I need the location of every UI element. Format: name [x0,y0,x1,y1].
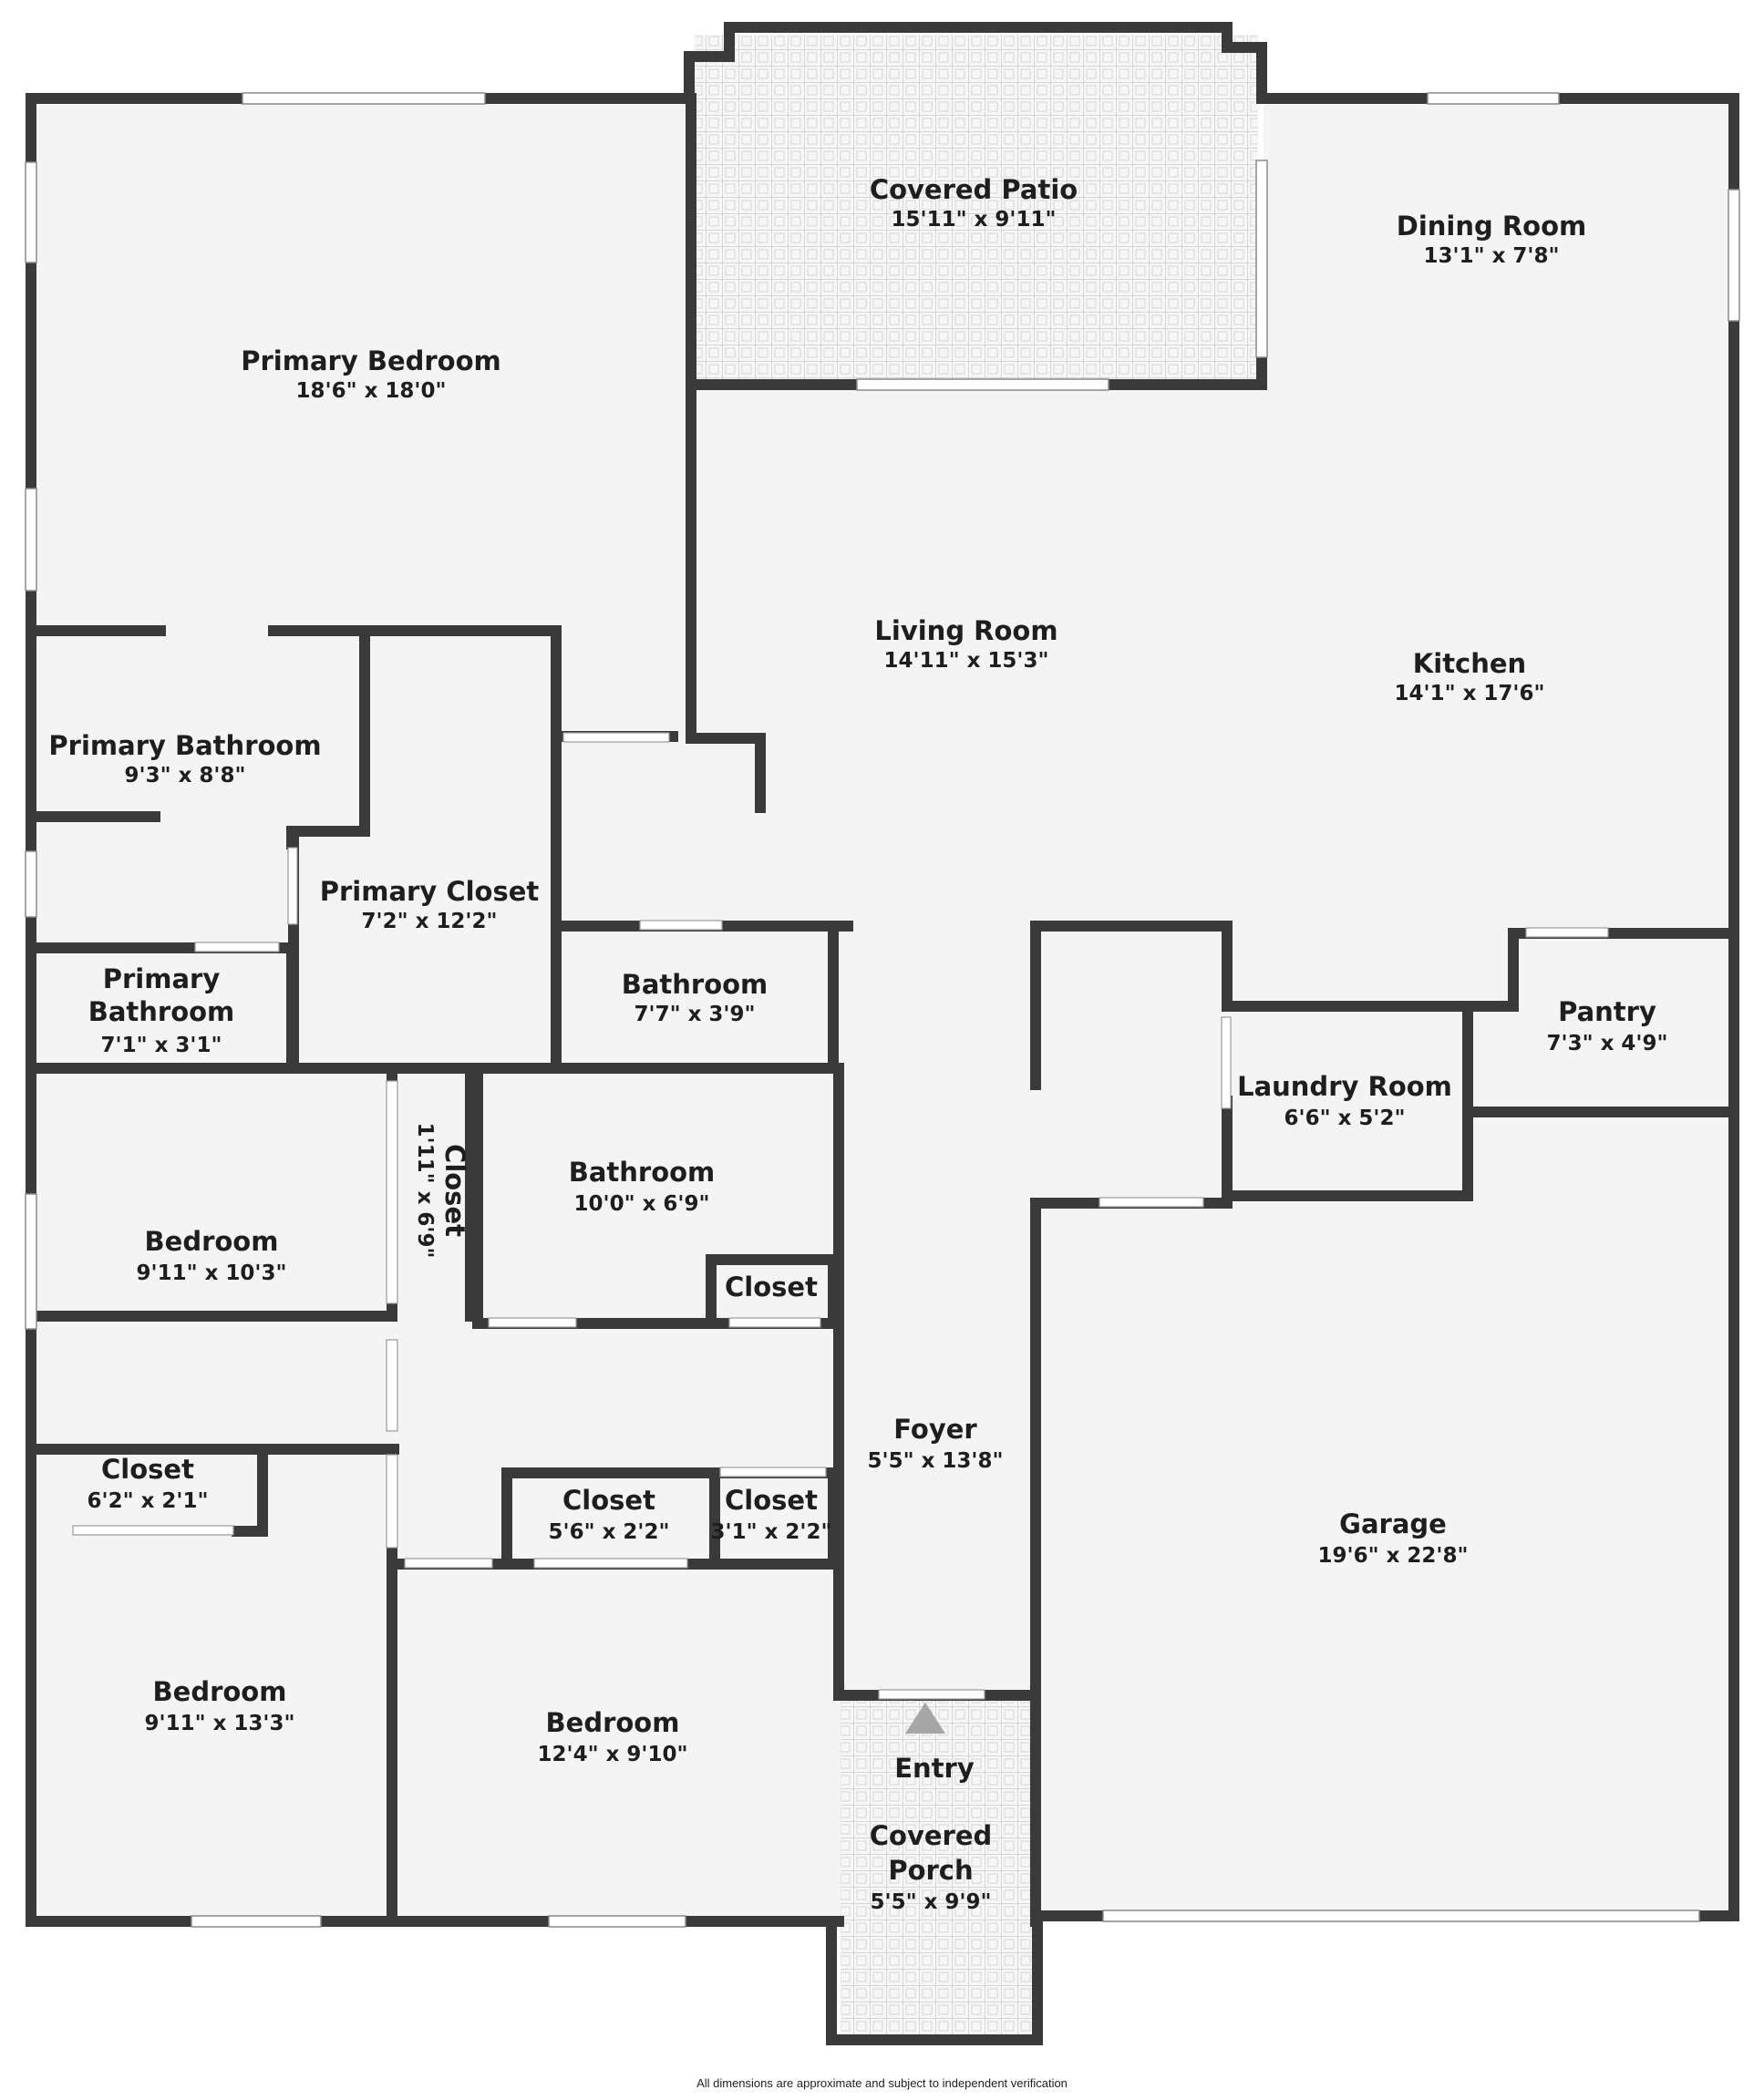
dining-room-dims: 13'1" x 7'8" [1424,244,1560,268]
primary-bathroom-2-label-line2: Bathroom [88,996,235,1027]
laundry-room-label: Laundry Room [1237,1071,1452,1102]
closet-3-label: Closet [562,1485,655,1516]
primary-bedroom-label: Primary Bedroom [241,345,500,376]
bedroom-1-label: Bedroom [145,1226,279,1257]
kitchen-label: Kitchen [1413,648,1526,679]
foyer-label: Foyer [893,1414,977,1445]
closet-vertical-dims: 1'11" x 6'9" [413,1123,437,1259]
floor-fill [31,100,1732,1923]
dining-room-label: Dining Room [1397,211,1587,242]
bedroom-2-dims: 9'11" x 13'3" [145,1712,295,1735]
closet-4-dims: 3'1" x 2'2" [711,1520,832,1544]
bathroom-1-dims: 7'7" x 3'9" [634,1003,756,1026]
footer-disclaimer: All dimensions are approximate and subje… [696,2076,1068,2090]
living-room-label: Living Room [874,615,1057,646]
primary-bathroom-2-label-line1: Primary [103,963,221,994]
pantry-label: Pantry [1558,996,1656,1027]
primary-bedroom-dims: 18'6" x 18'0" [296,379,447,403]
bathroom-2-dims: 10'0" x 6'9" [574,1192,710,1216]
covered-patio-dims: 15'11" x 9'11" [892,208,1057,232]
covered-porch-dims: 5'5" x 9'9" [871,1890,992,1914]
door-openings [72,732,1609,1700]
garage-dims: 19'6" x 22'8" [1318,1544,1469,1568]
bedroom-3-label: Bedroom [546,1707,680,1738]
pantry-dims: 7'3" x 4'9" [1547,1032,1668,1055]
closet-2-dims: 6'2" x 2'1" [88,1489,209,1513]
room-labels: Covered Patio 15'11" x 9'11" Dining Room… [48,174,1667,1914]
kitchen-dims: 14'1" x 17'6" [1395,682,1545,705]
bedroom-2-label: Bedroom [153,1676,287,1707]
closet-3-dims: 5'6" x 2'2" [549,1520,670,1544]
primary-bathroom-2-dims: 7'1" x 3'1" [101,1034,222,1057]
bathroom-1-label: Bathroom [622,969,769,1000]
covered-porch-label-line1: Covered [870,1820,993,1851]
covered-porch-label-line2: Porch [888,1855,973,1886]
primary-closet-dims: 7'2" x 12'2" [362,910,498,933]
bedroom-3-dims: 12'4" x 9'10" [538,1743,688,1766]
laundry-room-dims: 6'6" x 5'2" [1284,1107,1406,1130]
bedroom-1-dims: 9'11" x 10'3" [137,1261,287,1285]
covered-patio-label: Covered Patio [870,174,1078,205]
primary-bathroom-dims: 9'3" x 8'8" [125,764,246,788]
foyer-dims: 5'5" x 13'8" [868,1449,1004,1473]
windows [25,92,1740,1928]
closet-4-label: Closet [725,1485,818,1516]
primary-bathroom-label: Primary Bathroom [48,730,321,761]
closet-small-label: Closet [725,1271,818,1302]
bathroom-2-label: Bathroom [569,1157,716,1188]
closet-vertical-label-group: Closet 1'11" x 6'9" [413,1123,470,1259]
living-room-dims: 14'11" x 15'3" [884,649,1049,673]
entry-label: Entry [894,1753,975,1784]
garage-label: Garage [1339,1508,1447,1539]
primary-closet-label: Primary Closet [320,876,540,907]
porch-floor [841,1690,1034,2042]
entry-arrow-base [905,1703,945,1734]
closet-vertical-label: Closet [439,1144,470,1237]
closet-2-label: Closet [101,1454,194,1485]
patio-floor [695,35,1258,381]
